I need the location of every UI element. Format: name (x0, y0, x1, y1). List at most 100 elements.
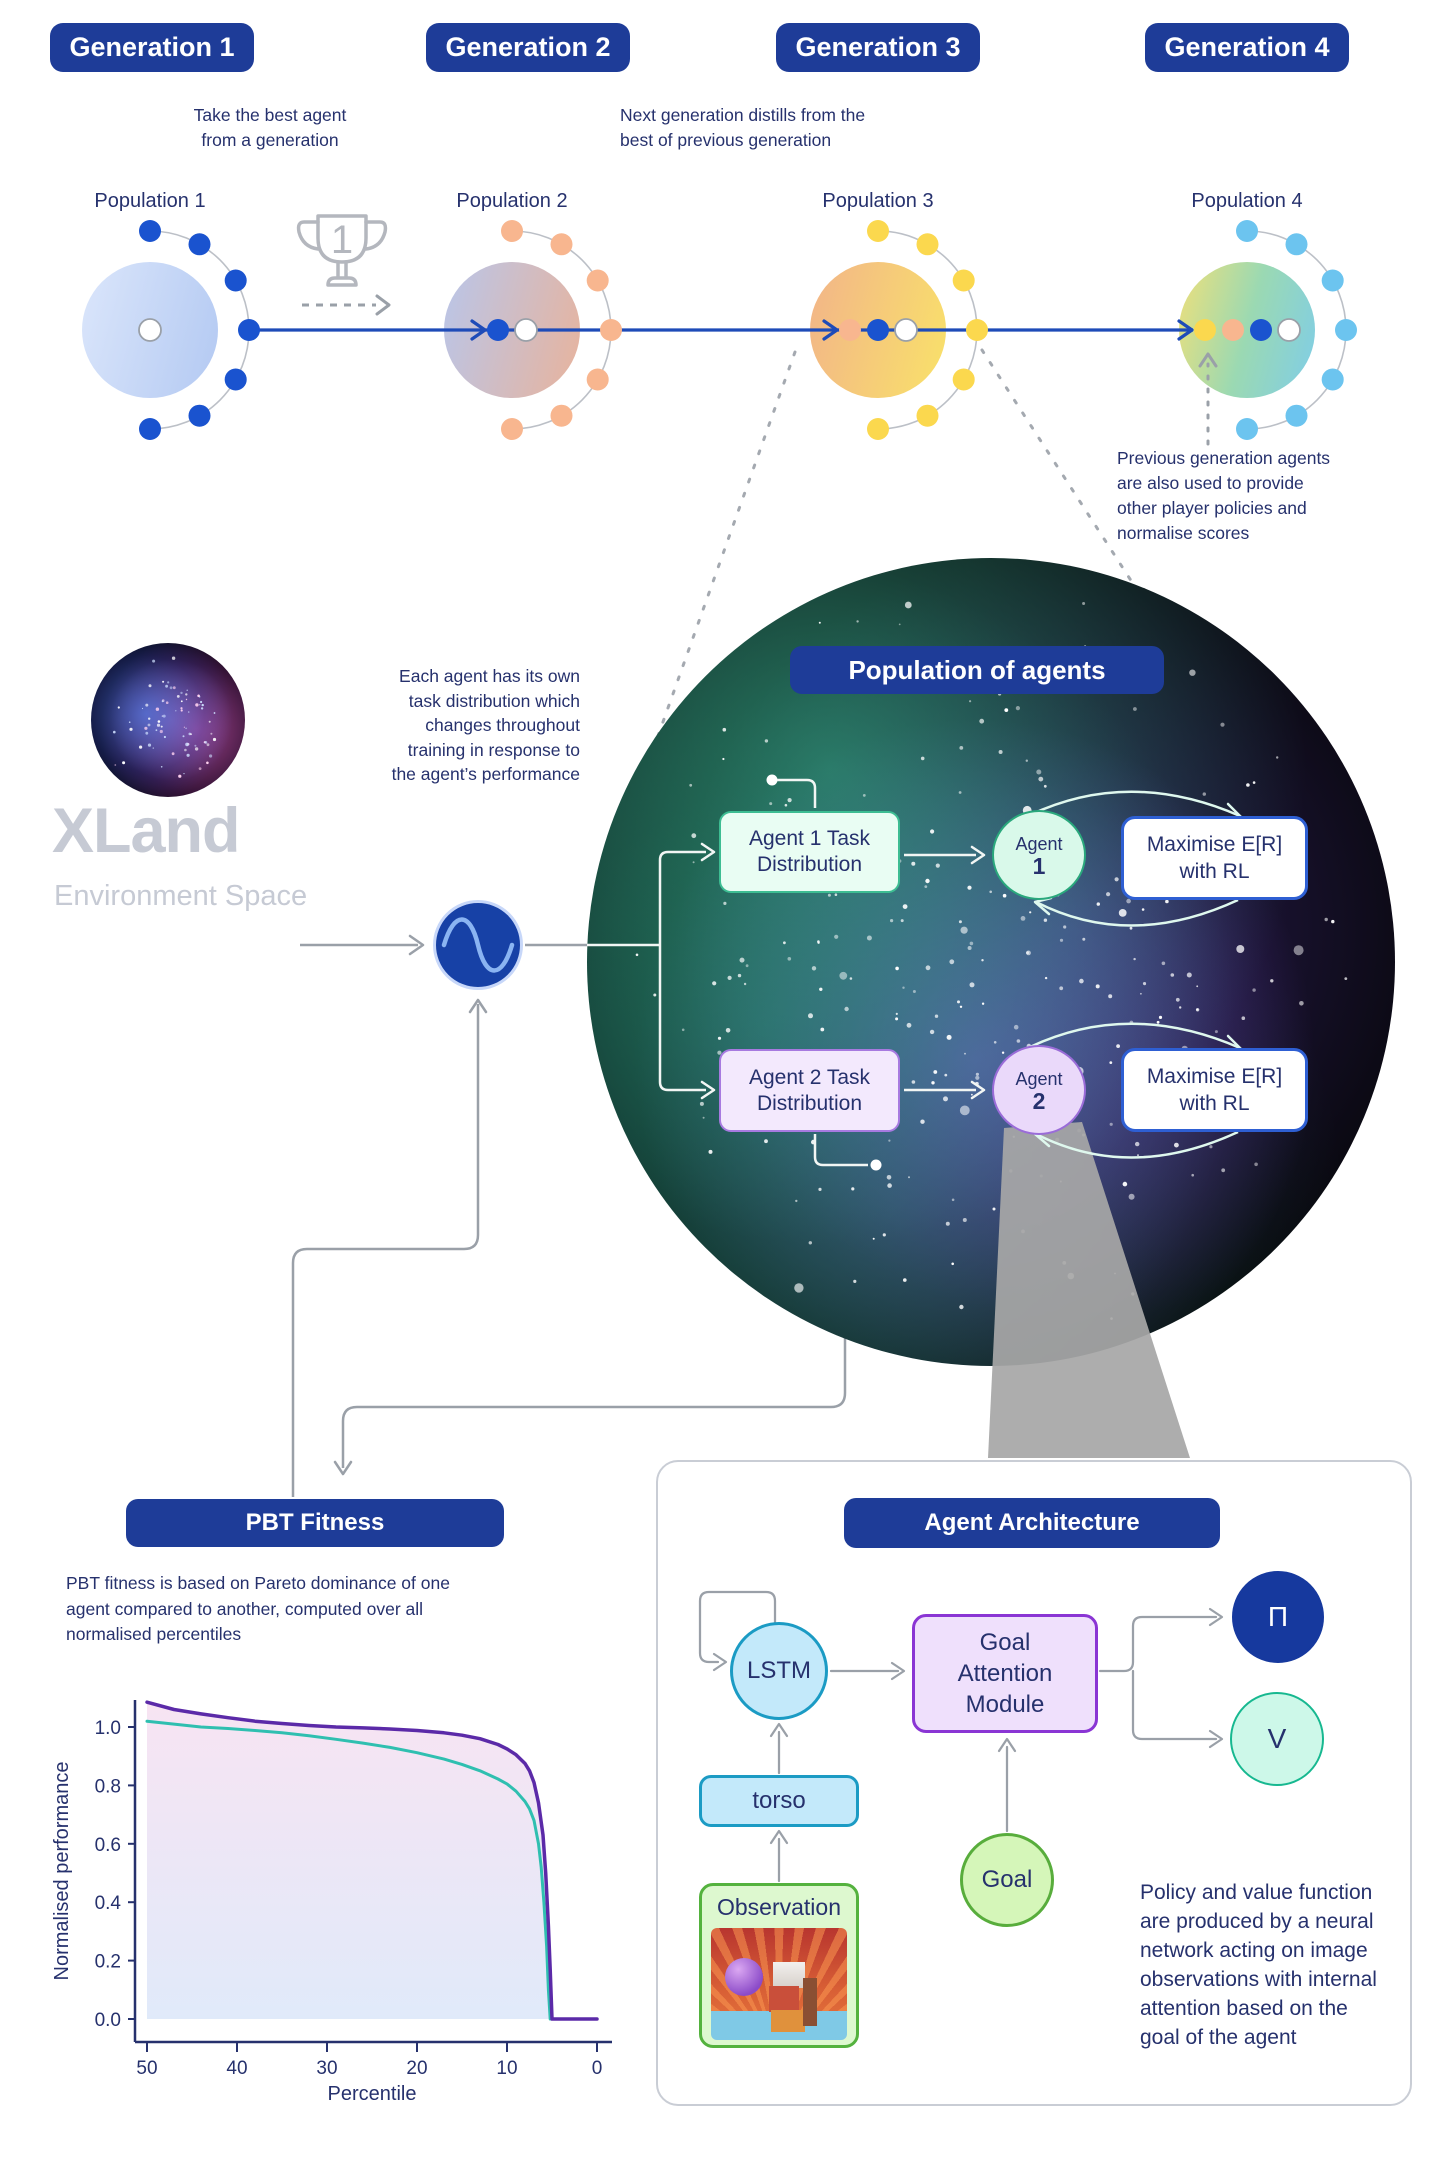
maximise-line: Maximise E[R] (1146, 1065, 1283, 1088)
caption-line: network acting on image (1140, 1939, 1368, 1962)
agent2-arrowhead (970, 1080, 986, 1100)
star-dot (1038, 776, 1044, 782)
constellation-dot-1 (766, 774, 778, 786)
star-dot (895, 1017, 899, 1021)
galaxy-dot (169, 686, 173, 690)
galaxy-dot (194, 747, 199, 751)
caption-line: attention based on the (1140, 1997, 1348, 2020)
population-dot (1285, 404, 1308, 427)
white-cube (773, 1962, 805, 1988)
population-dot (188, 404, 211, 427)
galaxy-dot (209, 754, 213, 758)
star-dot (882, 1233, 886, 1237)
galaxy-dot (167, 681, 170, 684)
caption-line: Take the best agent (193, 105, 347, 125)
star-dot (1002, 893, 1007, 898)
star-dot (1246, 783, 1250, 787)
caption-line: observations with internal (1140, 1968, 1377, 1991)
policy-pi-node: Π (1232, 1571, 1324, 1663)
torso-arrowhead (769, 1829, 789, 1845)
goal-attention-module-node: Goal Attention Module (912, 1614, 1098, 1733)
star-dot (890, 919, 894, 923)
agent2-zoom-beam (988, 1122, 1190, 1458)
star-dot (1029, 911, 1032, 914)
agent2-task-distribution-box: Agent 2 Task Distribution (719, 1049, 900, 1132)
star-dot (931, 1081, 935, 1085)
star-dot (764, 1139, 768, 1144)
lstm-arrowhead (769, 1722, 789, 1738)
pbt-fitness-pill: PBT Fitness (126, 1499, 504, 1547)
star-dot (1141, 908, 1145, 911)
star-dot (691, 833, 697, 839)
caption-line: normalise scores (1117, 523, 1250, 543)
caption-line: Previous generation agents (1117, 448, 1331, 468)
maximise-rl-box-2: Maximise E[R] with RL (1121, 1048, 1308, 1132)
star-dot (1221, 1168, 1226, 1173)
star-dot (957, 1000, 960, 1004)
galaxy-dot (206, 743, 210, 747)
cycle-arc-top-1 (1029, 790, 1241, 818)
star-dot (967, 885, 972, 890)
star-dot (808, 1013, 813, 1019)
star-dot (1129, 926, 1133, 930)
gam-line: Goal (979, 1629, 1031, 1656)
star-dot (1254, 1162, 1258, 1167)
star-dot (783, 941, 786, 945)
star-dot (959, 1105, 970, 1116)
galaxy-dot (155, 729, 158, 732)
galaxy-dot (129, 727, 133, 731)
star-dot (844, 1006, 849, 1012)
galaxy-dot (213, 712, 216, 714)
pbt-to-sine-arrowhead (468, 998, 488, 1014)
star-dot (784, 803, 788, 807)
galaxy-dot (212, 737, 217, 742)
galaxy-dot (201, 703, 204, 707)
y-tick-label: 0.6 (95, 1835, 121, 1856)
star-dot (981, 959, 984, 962)
trophy-icon: 1 (296, 214, 388, 287)
agent1-task-distribution-box: Agent 1 Task Distribution (719, 811, 900, 893)
galaxy-dot (206, 761, 209, 765)
xland-subtitle: Environment Space (54, 880, 308, 912)
galaxy-speckles (113, 656, 217, 778)
star-dot (743, 982, 747, 986)
galaxy-dot (200, 707, 204, 710)
star-dot (998, 750, 1003, 754)
star-dot (888, 1139, 891, 1142)
galaxy-dot (113, 730, 116, 734)
population-dot (188, 233, 211, 256)
caption-next-gen: Next generation distills from the best o… (620, 103, 865, 153)
star-dot (723, 901, 727, 905)
purple-sphere (725, 1958, 763, 1996)
population-dot (1335, 319, 1357, 341)
star-dot (911, 1080, 916, 1084)
brown-block (803, 1978, 817, 2026)
population-dot (550, 404, 573, 427)
caption-line: agent compared to another, computed over… (66, 1598, 424, 1619)
star-dot (1179, 1006, 1182, 1009)
galaxy-dot (161, 715, 164, 717)
galaxy-dot (198, 767, 202, 770)
star-dot (958, 920, 962, 924)
caption-take-best: Take the best agent from a generation (140, 103, 400, 153)
star-dot (1175, 997, 1180, 1002)
galaxy-dot (184, 748, 187, 752)
galaxy-dot (180, 691, 183, 695)
population-dot (916, 404, 939, 427)
star-dot (1331, 919, 1335, 924)
y-tick-label: 0.4 (95, 1893, 122, 1914)
star-dot (818, 1187, 822, 1191)
cycle-arc-top-2 (1029, 1022, 1241, 1050)
pbt-description: PBT fitness is based on Pareto dominance… (66, 1571, 450, 1648)
cycle-arc-bottom-1 (1035, 898, 1239, 927)
y-tick-label: 1.0 (95, 1718, 121, 1739)
star-dot (819, 987, 823, 991)
population-dot (867, 220, 889, 242)
star-dot (692, 861, 695, 864)
star-dot (811, 966, 817, 971)
star-dot (920, 1119, 925, 1124)
star-dot (1196, 985, 1199, 988)
star-dot (1191, 1173, 1194, 1177)
star-dot (971, 1093, 973, 1096)
